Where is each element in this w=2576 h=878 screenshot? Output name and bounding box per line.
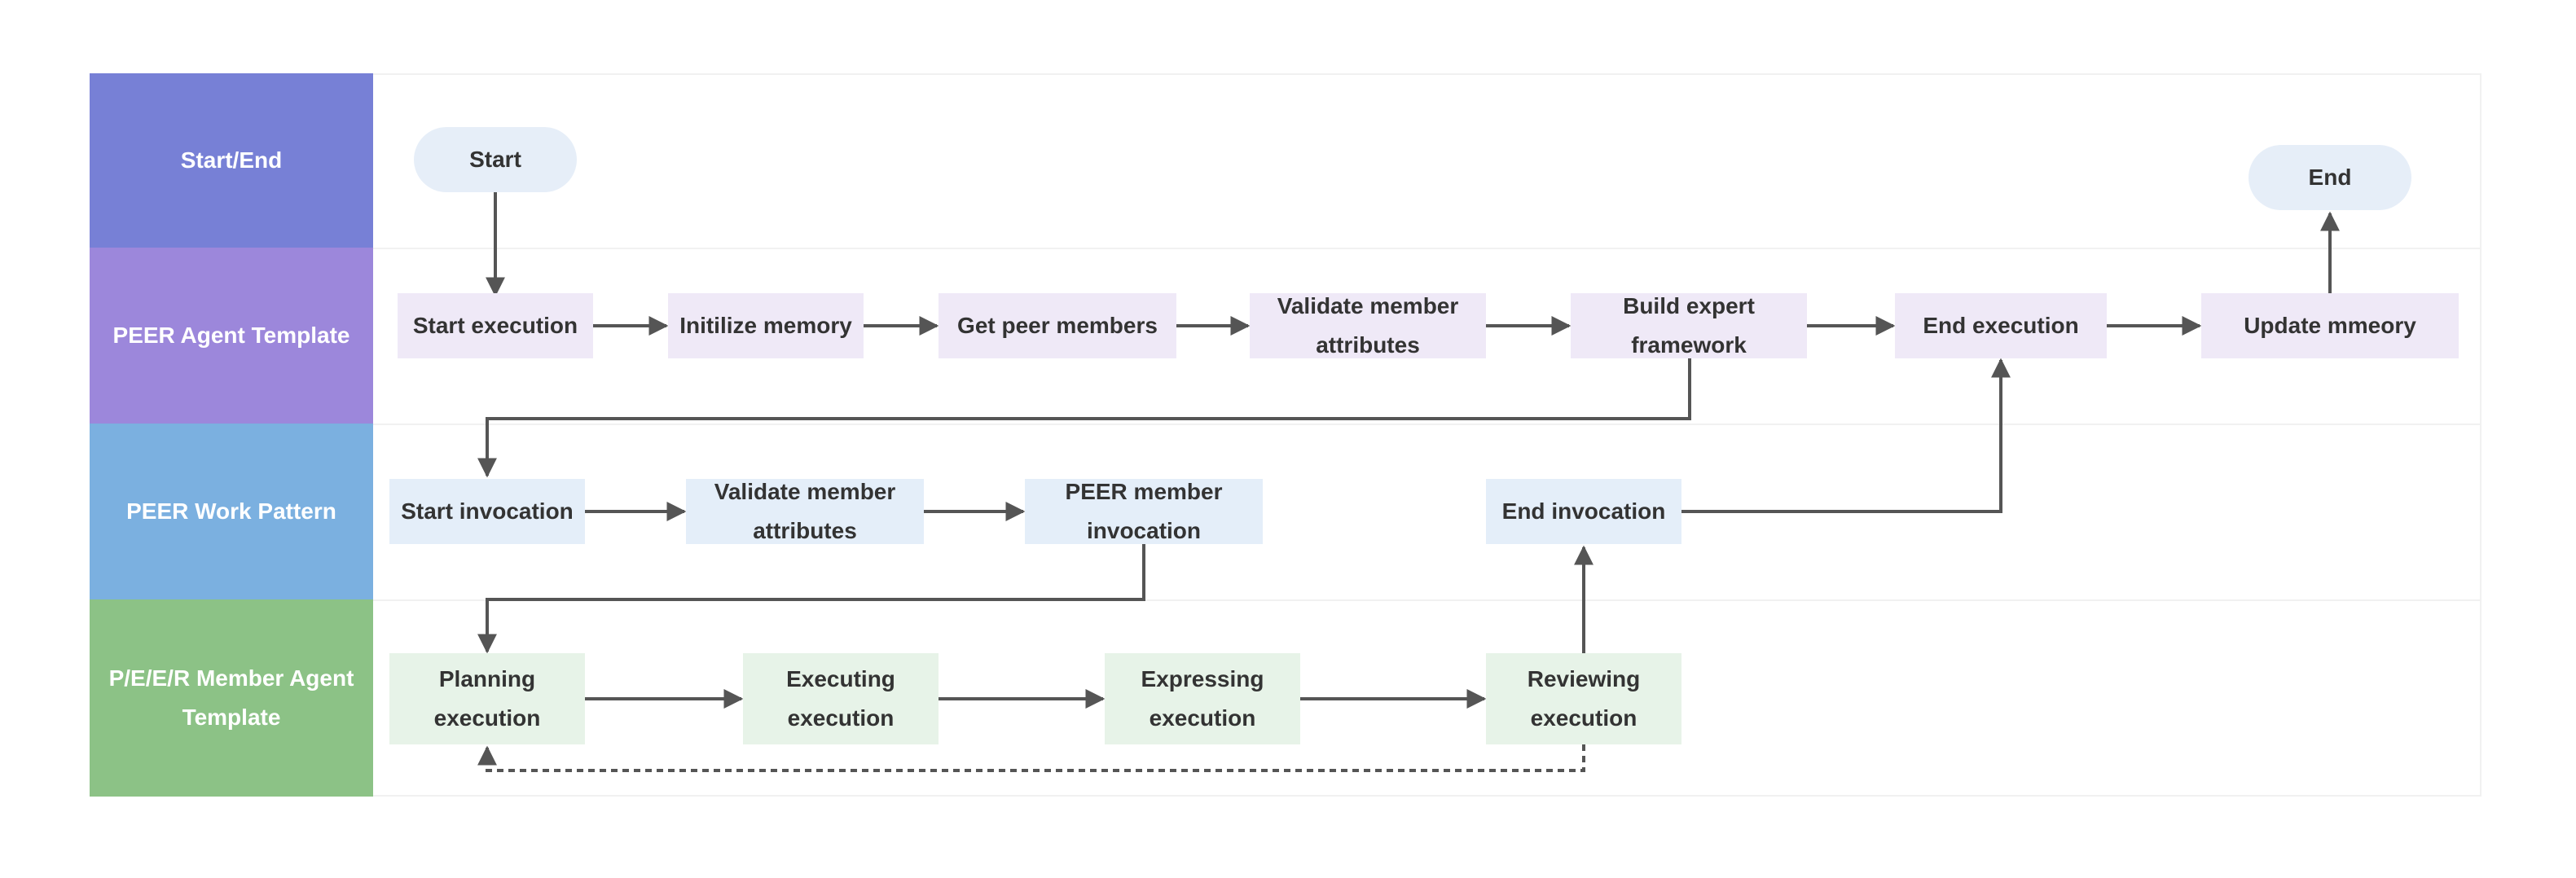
end-node: End (2249, 145, 2411, 210)
end-invocation-node: End invocation (1486, 479, 1681, 544)
end-execution-node: End execution (1895, 293, 2107, 358)
start-node: Start (414, 127, 577, 192)
lane-label-start-end: Start/End (90, 73, 373, 248)
validate-member-attributes-agent-node: Validate member attributes (1250, 293, 1486, 358)
get-peer-members-node: Get peer members (939, 293, 1176, 358)
edge-peer-invocation-to-planning (477, 544, 1145, 654)
edge-build-framework-to-start-invocation (477, 358, 1691, 478)
lane-label-peer-work-pattern: PEER Work Pattern (90, 424, 373, 599)
lane-body-start-end (373, 73, 2481, 248)
lane-label-member-agent-template: P/E/E/R Member Agent Template (90, 599, 373, 797)
start-execution-node: Start execution (398, 293, 593, 358)
planning-execution-node: Planning execution (389, 653, 585, 744)
update-memory-node: Update mmeory (2201, 293, 2459, 358)
start-invocation-node: Start invocation (389, 479, 585, 544)
edge-reviewing-to-planning-dashed (477, 744, 1585, 772)
lane-body-member-agent-template (373, 599, 2481, 797)
init-memory-node: Initilize memory (668, 293, 864, 358)
build-expert-framework-node: Build expert framework (1571, 293, 1807, 358)
lane-body-peer-work-pattern (373, 424, 2481, 599)
expressing-execution-node: Expressing execution (1105, 653, 1300, 744)
reviewing-execution-node: Reviewing execution (1486, 653, 1681, 744)
peer-member-invocation-node: PEER member invocation (1025, 479, 1263, 544)
lane-label-peer-agent-template: PEER Agent Template (90, 248, 373, 424)
validate-member-attributes-pattern-node: Validate member attributes (686, 479, 924, 544)
edge-end-invocation-to-end-execution (1681, 358, 2011, 513)
executing-execution-node: Executing execution (743, 653, 939, 744)
lane-body-peer-agent-template (373, 248, 2481, 424)
